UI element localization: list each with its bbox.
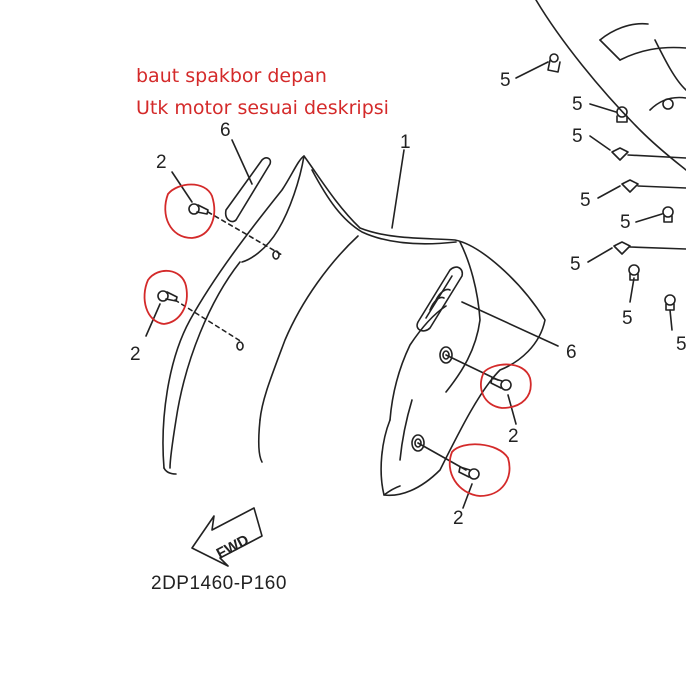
- hole-marker: [272, 250, 280, 260]
- hole-marker: [236, 341, 244, 351]
- callout-6-side: 6: [566, 342, 577, 363]
- bolt-icon: [188, 203, 209, 215]
- callout-6-top: 6: [220, 120, 231, 141]
- leader-6-top: [231, 139, 253, 185]
- bolt-icon: [458, 466, 480, 480]
- clip-icon: [611, 147, 686, 161]
- callout-5: 5: [570, 254, 581, 275]
- leader-6-side: [461, 301, 559, 347]
- callout-5: 5: [676, 334, 686, 355]
- highlight-circle: [164, 183, 216, 239]
- callout-2-a: 2: [156, 152, 167, 173]
- side-emblem: [416, 266, 464, 332]
- leader-2-c: [507, 394, 517, 425]
- clip-icon: [547, 53, 561, 73]
- callout-5: 5: [572, 94, 583, 115]
- clip-icon: [616, 106, 628, 123]
- callout-5: 5: [620, 212, 631, 233]
- lead-line: [417, 442, 467, 471]
- highlight-circles: [143, 183, 532, 497]
- top-emblem: [224, 157, 272, 223]
- mount-holes: [411, 346, 453, 452]
- callout-1: 1: [400, 132, 411, 153]
- fwd-arrow-icon: [191, 507, 263, 567]
- highlight-circle: [448, 443, 511, 497]
- highlight-circle: [143, 270, 188, 325]
- fwd-label: FWD: [214, 531, 252, 562]
- bolt-icon: [157, 290, 178, 302]
- clip-icon: [664, 294, 676, 311]
- callout-5: 5: [572, 126, 583, 147]
- clip-icon: [613, 241, 686, 255]
- callout-5: 5: [622, 308, 633, 329]
- clip-icon: [662, 206, 674, 223]
- leader-2-d: [462, 483, 473, 509]
- callout-2-c: 2: [508, 426, 519, 447]
- lead-line: [445, 354, 499, 381]
- annotation-line-2: Utk motor sesuai deskripsi: [136, 97, 389, 119]
- part-code: 2DP1460-P160: [151, 573, 287, 594]
- callout-2-d: 2: [453, 508, 464, 529]
- clip-icon: [662, 98, 674, 110]
- callout-2-b: 2: [130, 344, 141, 365]
- annotation-line-1: baut spakbor depan: [136, 65, 327, 87]
- callout-5: 5: [500, 70, 511, 91]
- hidden-lines: [174, 211, 283, 343]
- leader-1: [391, 149, 405, 229]
- front-fender: [162, 155, 546, 497]
- bolt-icon: [490, 377, 512, 391]
- leader-2-a: [171, 171, 193, 203]
- callout-5: 5: [580, 190, 591, 211]
- highlight-circle: [480, 363, 532, 409]
- cowling-edge: [535, 0, 686, 171]
- clip-icon: [621, 179, 686, 193]
